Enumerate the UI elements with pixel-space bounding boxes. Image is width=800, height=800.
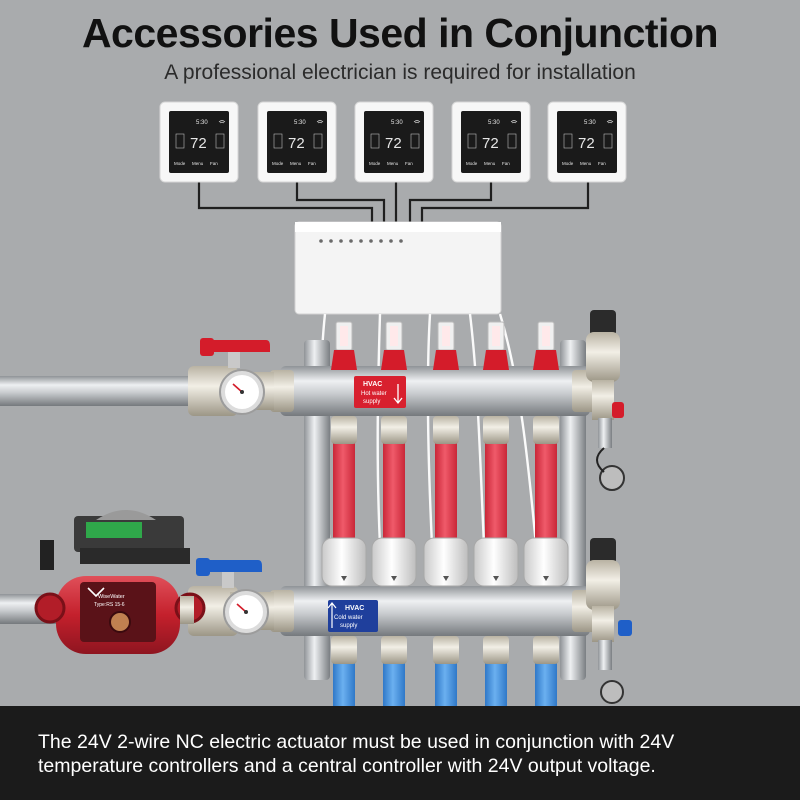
hot-loop-pipe (485, 440, 507, 550)
thermostat-temperature: 72 (482, 135, 499, 152)
electric-actuator (371, 537, 417, 587)
wifi-icon (316, 120, 324, 124)
flow-meter (433, 321, 459, 370)
cold-label-line3: supply (340, 623, 357, 629)
thermostat-button-label: Mode (369, 161, 381, 166)
thermostat-wiring (197, 182, 590, 228)
hot-air-vent (586, 310, 625, 491)
wifi-icon (510, 120, 518, 124)
page-title: Accessories Used in Conjunction (81, 10, 719, 56)
cold-loop-pipe (333, 660, 355, 706)
arrow-down-icon (393, 384, 403, 405)
thermostat-button-label: Fan (405, 161, 413, 166)
thermostat-button-label: Mode (562, 161, 574, 166)
pipe-fitting (483, 636, 509, 664)
electric-actuator (321, 537, 367, 587)
pump-brand: WiseWater (98, 594, 125, 600)
hot-loop-pipe (333, 440, 355, 550)
cold-loop-pipes (333, 660, 557, 706)
pipe-fitting (331, 416, 357, 444)
pipe-fitting (483, 416, 509, 444)
cold-water-label: HVAC Cold water supply (327, 600, 378, 632)
thermostat-time: 5:30 (488, 120, 500, 126)
thermostat-temperature: 72 (385, 135, 402, 152)
flow-meter (331, 321, 357, 370)
pipe-fitting (433, 636, 459, 664)
thermostat-temperature: 72 (288, 135, 305, 152)
wifi-icon (218, 120, 226, 124)
thermostat-button-label: Fan (502, 161, 510, 166)
pipe-fitting (331, 636, 357, 664)
wifi-icon (606, 120, 614, 124)
thermostat-button-label: Mode (466, 161, 478, 166)
electric-actuators (321, 537, 569, 587)
pipe-fitting (533, 636, 559, 664)
electric-actuator (523, 537, 569, 587)
pump-logo-icon (87, 587, 105, 598)
footer-text: The 24V 2-wire NC electric actuator must… (38, 731, 675, 777)
flow-meter (381, 321, 407, 370)
thermostat-button-label: Menu (290, 161, 302, 166)
central-controller (294, 221, 502, 315)
thermostat-temperature: 72 (578, 135, 595, 152)
cold-label-line2: Cold water (334, 615, 363, 621)
cold-loop-pipe (435, 660, 457, 706)
page-subtitle: A professional electrician is required f… (164, 61, 636, 84)
cold-label-line1: HVAC (345, 605, 364, 612)
electric-actuator (473, 537, 519, 587)
hot-label-line2: Hot water (361, 391, 387, 397)
electric-actuator (423, 537, 469, 587)
hot-loop-pipe (435, 440, 457, 550)
pipe-fitting (381, 636, 407, 664)
flow-meter (483, 321, 509, 370)
pipe-fitting (433, 416, 459, 444)
thermostat-button-label: Fan (598, 161, 606, 166)
pipe-fitting (381, 416, 407, 444)
footer-banner: The 24V 2-wire NC electric actuator must… (0, 706, 800, 800)
thermostat-time: 5:30 (294, 120, 306, 126)
thermostat-temperature: 72 (190, 135, 207, 152)
thermostat-button-label: Menu (387, 161, 399, 166)
flow-meters (331, 321, 559, 370)
thermostat-time: 5:30 (196, 120, 208, 126)
hot-label-line1: HVAC (363, 381, 382, 388)
thermostat-time: 5:30 (391, 120, 403, 126)
pipe-fitting (533, 416, 559, 444)
supply-pipes (0, 376, 190, 624)
hot-manifold-bar (270, 366, 596, 416)
thermostat-time: 5:30 (584, 120, 596, 126)
wifi-icon (413, 120, 421, 124)
thermostat-button-label: Mode (272, 161, 284, 166)
thermostat-button-label: Menu (484, 161, 496, 166)
thermostat-button-label: Fan (308, 161, 316, 166)
hot-loop-pipe (383, 440, 405, 550)
flow-meter (533, 321, 559, 370)
hot-ball-valve (188, 338, 274, 416)
hot-label-line3: supply (363, 399, 380, 405)
hot-loop-pipes (333, 440, 557, 550)
cold-air-vent (586, 538, 632, 704)
arrow-up-icon (327, 602, 337, 628)
cold-manifold-bar (270, 586, 596, 636)
circulation-pump: WiseWater Type:RS 15-6 (34, 510, 206, 654)
hot-water-label: HVAC Hot water supply (354, 376, 406, 408)
hot-loop-pipe (535, 440, 557, 550)
pump-model: Type:RS 15-6 (94, 602, 125, 608)
thermostat-button-label: Fan (210, 161, 218, 166)
thermostat-button-label: Mode (174, 161, 186, 166)
cold-loop-pipe (485, 660, 507, 706)
cold-loop-pipe (535, 660, 557, 706)
thermostat-button-label: Menu (580, 161, 592, 166)
thermostat-button-label: Menu (192, 161, 204, 166)
cold-loop-pipe (383, 660, 405, 706)
pipe-fittings (331, 416, 559, 664)
